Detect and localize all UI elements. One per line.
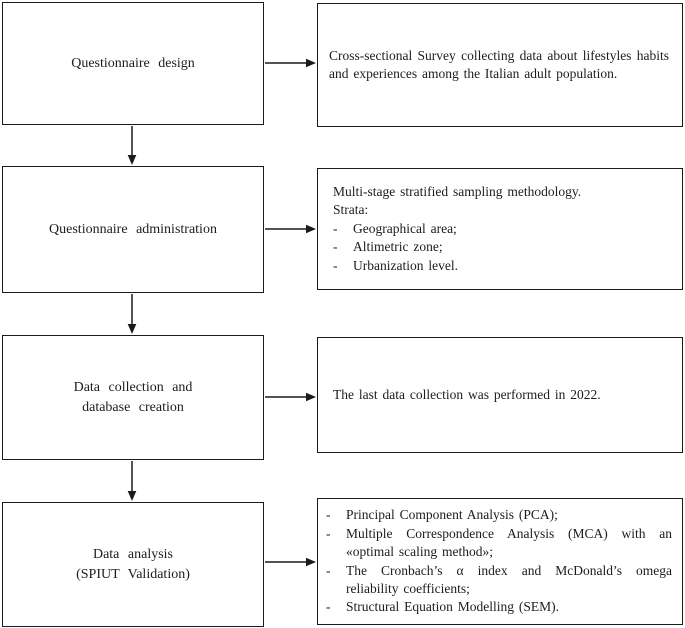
step-box-data-collection: Data collection and database creation: [2, 335, 264, 460]
step-box-questionnaire-design: Questionnaire design: [2, 2, 264, 125]
list-item: - Geographical area;: [333, 220, 670, 238]
list-item: - Altimetric zone;: [333, 238, 670, 256]
arrow-down-step1-step2: [127, 126, 137, 165]
step-label: Data analysis (SPIUT Validation): [76, 546, 190, 582]
list-item-text: Geographical area;: [353, 220, 457, 236]
list-item-text: Principal Component Analysis (PCA);: [346, 507, 558, 523]
list-dash: -: [333, 220, 338, 236]
arrow-right-row2: [265, 224, 316, 234]
detail-text: The last data collection was performed i…: [333, 386, 601, 402]
list-item-text: Urbanization level.: [353, 257, 458, 273]
list-item-text: The Cronbach’s α index and McDonald’s om…: [346, 562, 672, 596]
step-label: Questionnaire administration: [49, 221, 217, 237]
list-item-text: Structural Equation Modelling (SEM).: [346, 599, 559, 615]
detail-box-data-collection-year: The last data collection was performed i…: [317, 337, 683, 453]
list-item: - Principal Component Analysis (PCA);: [326, 506, 672, 524]
step-label: Questionnaire design: [71, 55, 195, 71]
list-item: - Urbanization level.: [333, 257, 670, 275]
list-item-text: Altimetric zone;: [353, 239, 443, 255]
step-label: Data collection and database creation: [73, 379, 193, 415]
list-dash: -: [333, 239, 338, 255]
list-item: - The Cronbach’s α index and McDonald’s …: [326, 562, 672, 599]
list-item: - Structural Equation Modelling (SEM).: [326, 598, 672, 616]
list-dash: -: [326, 562, 331, 578]
step-box-data-analysis: Data analysis (SPIUT Validation): [2, 502, 264, 627]
arrow-right-row3: [265, 392, 316, 402]
list-dash: -: [326, 599, 331, 615]
list-dash: -: [326, 525, 331, 541]
list-item-text: Multiple Correspondence Analysis (MCA) w…: [346, 525, 672, 560]
step-box-questionnaire-administration: Questionnaire administration: [2, 166, 264, 293]
list-dash: -: [333, 257, 338, 273]
detail-text: Cross-sectional Survey collecting data a…: [329, 47, 669, 81]
arrow-down-step2-step3: [127, 294, 137, 334]
detail-box-survey-description: Cross-sectional Survey collecting data a…: [317, 3, 683, 127]
detail-box-sampling-methodology: Multi-stage stratified sampling methodol…: [317, 168, 683, 290]
detail-box-analysis-methods: - Principal Component Analysis (PCA); - …: [317, 498, 683, 625]
arrow-down-step3-step4: [127, 461, 137, 501]
list-item: - Multiple Correspondence Analysis (MCA)…: [326, 525, 672, 562]
list-dash: -: [326, 507, 331, 523]
detail-intro: Multi-stage stratified sampling methodol…: [333, 183, 582, 218]
arrow-right-row1: [265, 58, 316, 68]
arrow-right-row4: [265, 557, 316, 567]
